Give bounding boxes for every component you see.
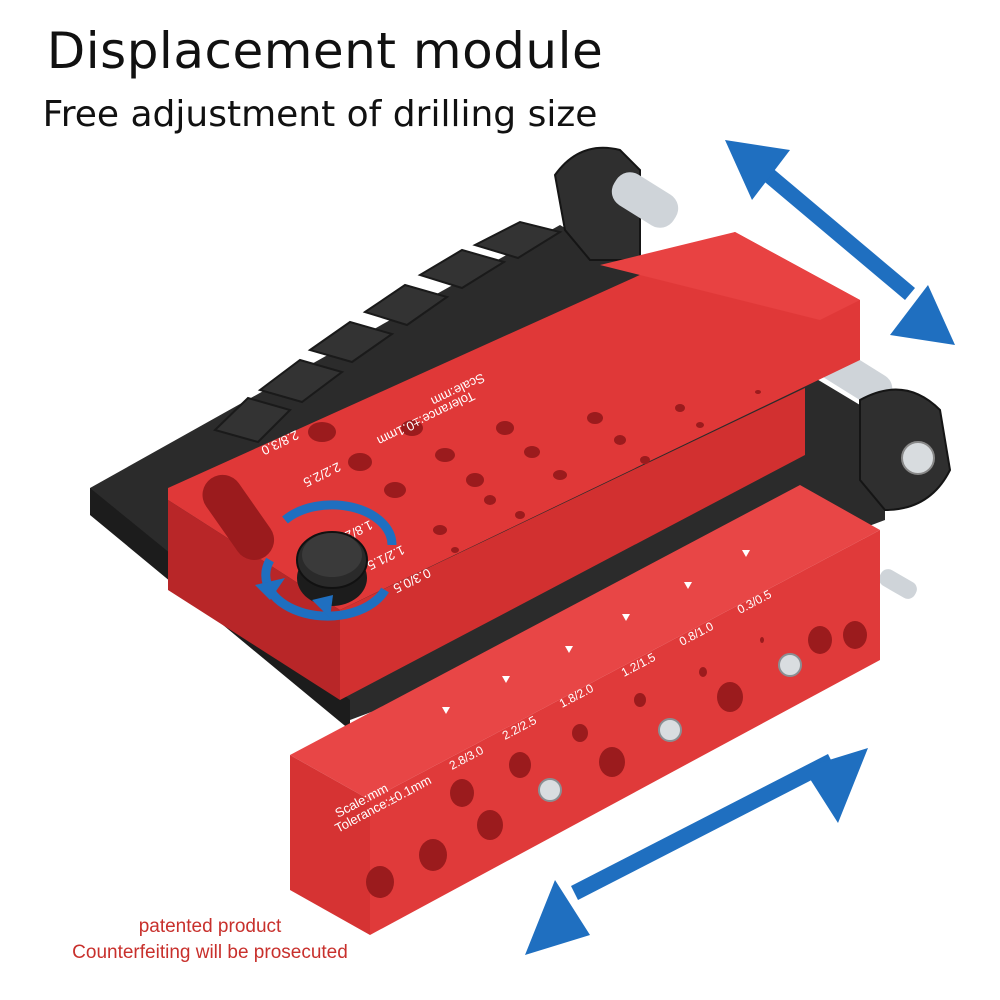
front-bar-pins (538, 653, 802, 802)
double-arrow-icon (525, 140, 955, 955)
front-bar-holes (366, 621, 867, 898)
page-subtitle: Free adjustment of drilling size (42, 94, 598, 135)
top-plate-face (168, 232, 860, 610)
page-title: Displacement module (46, 22, 604, 80)
rotate-arrowhead-2 (312, 595, 333, 618)
top-plate-holes (308, 390, 761, 553)
rotate-arrows-icon (261, 500, 397, 621)
top-plate-front (340, 388, 805, 700)
front-bar-face (290, 755, 370, 935)
back-blocks (213, 220, 563, 444)
top-plate-edge (168, 500, 340, 700)
patent-note: patented product (138, 916, 282, 937)
counterfeit-note: Counterfeiting will be prosecuted (72, 942, 348, 963)
triangle-marker-icon (442, 550, 750, 714)
side-pin (879, 569, 917, 599)
rotate-arrowhead-1 (255, 578, 285, 600)
front-bar-top (290, 485, 880, 800)
rear-rod (611, 172, 679, 228)
top-plate-rail (600, 232, 860, 320)
bracket-screw (901, 441, 935, 475)
knob-icon[interactable] (296, 531, 368, 606)
adjust-slot (202, 474, 275, 560)
